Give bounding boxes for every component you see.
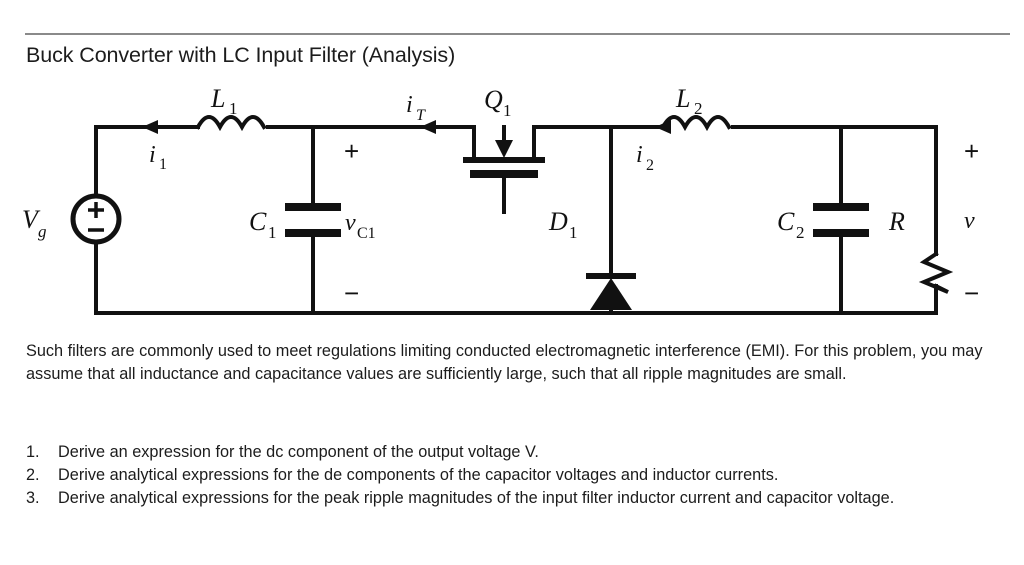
- mosfet-q1-arrowhead: [495, 140, 513, 158]
- label-inductor-l1: L: [210, 84, 225, 113]
- label-diode-d1-sub: 1: [569, 223, 578, 242]
- task-text: Derive an expression for the dc componen…: [58, 443, 539, 461]
- diode-d1-triangle: [590, 278, 632, 310]
- inductor-l1-symbol: [195, 115, 267, 132]
- task-list-item: 3. Derive analytical expressions for the…: [26, 487, 1011, 510]
- label-inductor-l1-sub: 1: [229, 99, 238, 118]
- voltage-source-symbol: [70, 193, 122, 245]
- label-capacitor-c1: C: [249, 207, 267, 236]
- intro-paragraph: Such filters are commonly used to meet r…: [26, 342, 983, 383]
- label-source: V: [22, 205, 41, 234]
- label-transistor-q1: Q: [484, 85, 503, 114]
- label-inductor-l2-sub: 2: [694, 99, 703, 118]
- task-number: 1.: [26, 443, 40, 461]
- label-current-i1-sub: 1: [159, 156, 167, 173]
- inductor-l2-symbol: [660, 115, 732, 132]
- label-resistor-r: R: [888, 207, 905, 236]
- task-list-item: 2. Derive analytical expressions for the…: [26, 464, 1011, 487]
- task-text: Derive analytical expressions for the pe…: [58, 489, 895, 507]
- label-capacitor-c2: C: [777, 207, 795, 236]
- label-current-i2: i: [636, 142, 643, 168]
- label-vc1-minus: −: [344, 278, 359, 308]
- page-title: Buck Converter with LC Input Filter (Ana…: [26, 43, 456, 67]
- label-vc1-plus: +: [344, 136, 359, 166]
- label-output-voltage: v: [964, 208, 975, 234]
- label-vc1: v: [345, 210, 356, 236]
- label-output-plus: +: [964, 136, 979, 166]
- task-list-item: 1. Derive an expression for the dc compo…: [26, 441, 1011, 464]
- header-divider: [25, 33, 1010, 35]
- label-inductor-l2: L: [675, 84, 690, 113]
- task-list: 1. Derive an expression for the dc compo…: [26, 441, 1011, 510]
- label-current-it: i: [406, 92, 413, 118]
- label-source-sub: g: [38, 222, 47, 241]
- label-current-i1: i: [149, 142, 156, 168]
- current-arrow-i2: [655, 120, 671, 134]
- label-current-i2-sub: 2: [646, 157, 654, 174]
- resistor-r-symbol: [918, 251, 954, 294]
- circuit-diagram: V g L 1 i 1 C 1 v C1 + − i T: [0, 80, 1024, 338]
- task-text: Derive analytical expressions for the de…: [58, 466, 779, 484]
- current-arrow-i1: [142, 120, 158, 134]
- task-number: 2.: [26, 466, 40, 484]
- label-capacitor-c1-sub: 1: [268, 223, 277, 242]
- label-transistor-q1-sub: 1: [503, 101, 512, 120]
- label-current-it-sub: T: [416, 107, 426, 124]
- current-arrow-it: [420, 120, 436, 134]
- label-vc1-sub: C1: [357, 225, 376, 242]
- label-diode-d1: D: [548, 207, 568, 236]
- task-number: 3.: [26, 489, 40, 507]
- label-capacitor-c2-sub: 2: [796, 223, 805, 242]
- label-output-minus: −: [964, 278, 979, 308]
